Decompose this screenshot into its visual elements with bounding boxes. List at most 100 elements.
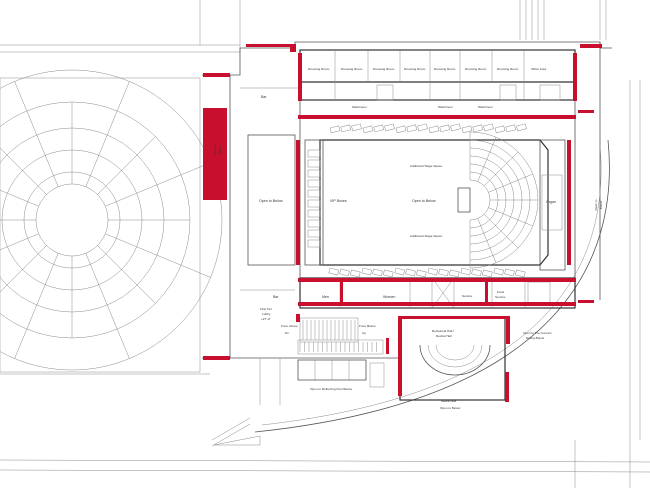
vip-box — [307, 189, 321, 198]
balcony-seat-bottom — [405, 268, 416, 277]
balcony-seat-top — [450, 123, 461, 132]
vip-box — [307, 219, 321, 228]
plaza-outer-spoke — [14, 328, 28, 359]
dressing-room-label-2: Dressing Room — [341, 67, 363, 71]
dressing-room-label-3: Dressing Room — [373, 67, 395, 71]
plaza-spoke — [0, 245, 47, 293]
plaza-spoke — [0, 233, 39, 251]
balcony-seat-bottom — [394, 267, 406, 276]
plaza-spoke — [26, 253, 59, 330]
balcony-seat-top — [340, 124, 352, 133]
balcony-seat-top — [472, 124, 484, 133]
open-to-pre-concert-a: Open to Pre-Concert — [523, 331, 552, 335]
balcony-seat-bottom — [328, 267, 340, 276]
balcony-seat-top — [384, 123, 395, 132]
open-to-below-lobby: Open to Below — [259, 199, 283, 203]
washroom-label-1: Washroom — [352, 105, 367, 109]
washroom-label-2: Washroom — [438, 105, 453, 109]
open-to-reflecting-pool: Open to Reflecting Pool Below — [310, 387, 353, 391]
seating-aisle — [483, 213, 519, 249]
balcony-seat-bottom — [438, 268, 449, 277]
balcony-seat-bottom — [460, 267, 472, 276]
plaza-ring — [0, 69, 223, 371]
lobby-structure — [240, 87, 576, 305]
vip-box — [307, 159, 321, 168]
balcony-seat-bottom — [471, 268, 482, 277]
balcony-seat-top — [505, 124, 517, 133]
red-walls — [203, 44, 602, 402]
first-tier-label-b: Lobby — [262, 312, 271, 316]
site-lines-bottom — [0, 80, 650, 488]
dressing-rooms — [299, 49, 576, 101]
auditorium — [304, 123, 566, 278]
balcony-seat-bottom — [482, 269, 493, 278]
media-wall-label: Media Wall — [441, 399, 456, 403]
balcony-seat-bottom — [361, 267, 373, 276]
balcony-seat-top — [439, 124, 451, 133]
dressing-room-label-4: Dressing Room — [404, 67, 426, 71]
left-plaza-outline — [0, 77, 210, 375]
balcony-seat-bottom — [504, 268, 515, 277]
office-area-label: Office Area — [531, 67, 547, 71]
balcony-seat-top — [406, 124, 418, 133]
seating-aisle — [477, 137, 497, 182]
balcony-seat-bottom — [493, 267, 505, 276]
additional-stage-space-top: Additional Stage Space — [410, 164, 442, 168]
dressing-room-label-7: Dressing Room — [497, 67, 519, 71]
balcony-seat-bottom — [427, 267, 439, 276]
open-to-below-right-b: Below — [599, 200, 603, 209]
dressing-room-label-6: Dressing Room — [465, 67, 487, 71]
plaza-spoke — [85, 110, 118, 187]
plaza-spoke — [0, 189, 39, 207]
plaza-outer-spoke — [116, 328, 130, 359]
seating-aisle — [488, 207, 533, 227]
plaza-spoke — [97, 245, 156, 304]
balcony-seat-bottom — [350, 269, 361, 278]
balcony-seat-top — [373, 124, 385, 133]
women-label: Women — [383, 295, 395, 299]
balcony-seat-top — [362, 125, 374, 134]
seating-arc — [469, 179, 491, 221]
plaza-spoke — [0, 147, 47, 195]
organ-label: Organ — [546, 200, 556, 204]
stair-landing — [297, 339, 384, 355]
plaza-spoke — [105, 174, 182, 207]
vip-box — [307, 149, 321, 158]
open-to-below-right-a: Open to — [594, 199, 598, 210]
vip-box — [307, 179, 321, 188]
balcony-seat-bottom — [449, 269, 460, 278]
balcony-seat-bottom — [372, 268, 383, 277]
food-service-label-b: Service — [495, 295, 506, 299]
from-below-label: From Below — [359, 324, 376, 328]
vip-box — [307, 229, 321, 238]
balcony-seat-top — [461, 125, 473, 134]
reflecting-pool-rooms — [259, 358, 385, 405]
balcony-seat-top — [351, 123, 362, 132]
open-to-below-left-b: Below — [218, 145, 222, 154]
site-lines-top — [0, 0, 607, 53]
additional-stage-space-bottom: Additional Stage Space — [410, 234, 442, 238]
open-to-pre-concert-b: Dining Below — [526, 336, 545, 340]
bar-label-lower: Bar — [273, 295, 279, 299]
open-to-below-left-a: Open to — [213, 144, 217, 155]
first-tier-label-c: +27'-0" — [261, 317, 271, 321]
food-service-label-a: Food — [497, 290, 504, 294]
men-label: Men — [322, 295, 329, 299]
balcony-seat-top — [395, 125, 407, 134]
plaza-spoke — [85, 253, 118, 330]
open-to-below-media: Open to Below — [440, 406, 461, 410]
vip-box — [307, 199, 321, 208]
vip-box — [307, 169, 321, 178]
seating-aisle — [488, 173, 533, 193]
washroom-label-3: Washroom — [478, 105, 493, 109]
balcony-seat-bottom — [339, 268, 350, 277]
from-above-label: From Above — [281, 324, 298, 328]
balcony-seat-top — [483, 123, 494, 132]
first-tier-label-a: First Tier — [260, 307, 272, 311]
dn-label: Dn — [285, 331, 289, 335]
balcony-seat-bottom — [416, 269, 427, 278]
dressing-room-label-1: Dressing Room — [308, 67, 330, 71]
dressing-room-label-5: Dressing Room — [434, 67, 456, 71]
plaza-spoke — [26, 110, 59, 187]
